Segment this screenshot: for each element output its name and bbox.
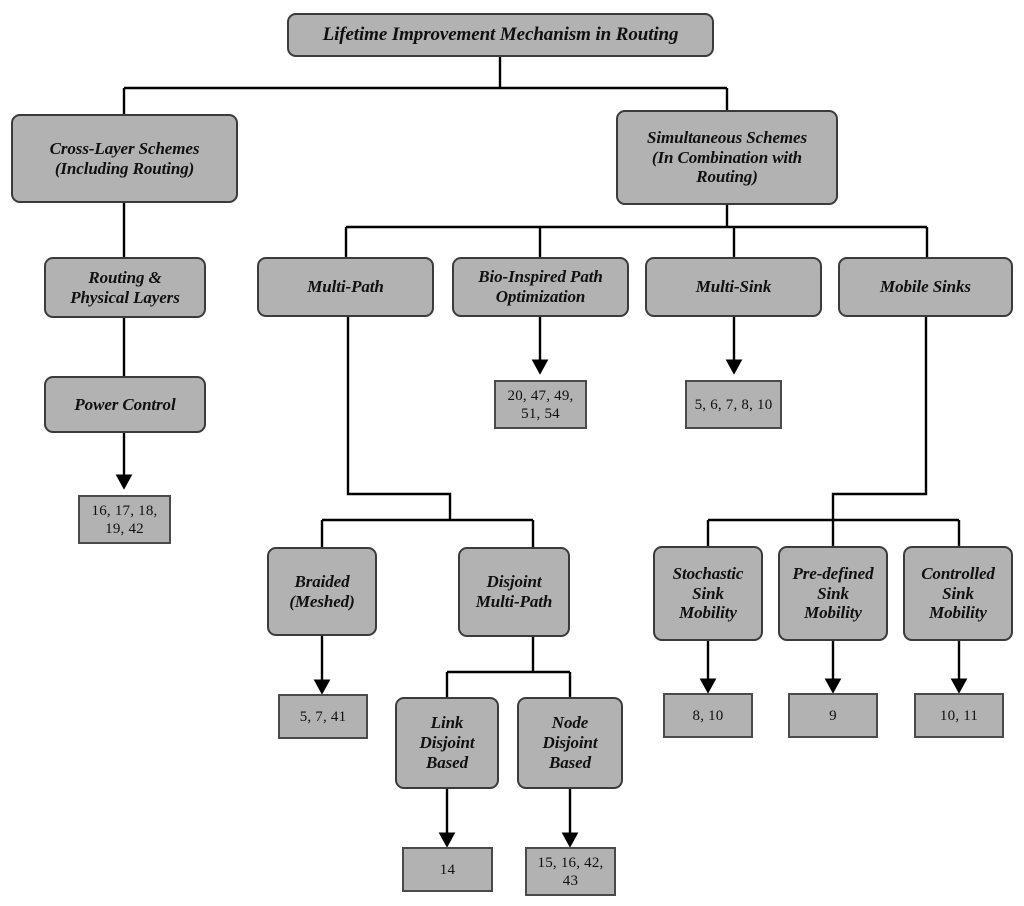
node-stochastic-sink-mobility[interactable]: Stochastic Sink Mobility	[653, 546, 763, 641]
node-node-disjoint-based[interactable]: Node Disjoint Based	[517, 697, 623, 789]
node-root[interactable]: Lifetime Improvement Mechanism in Routin…	[287, 13, 714, 57]
refs-braided[interactable]: 5, 7, 41	[278, 694, 368, 739]
node-braided-meshed[interactable]: Braided (Meshed)	[267, 547, 377, 636]
refs-multi-sink[interactable]: 5, 6, 7, 8, 10	[685, 380, 782, 429]
node-multi-sink[interactable]: Multi-Sink	[645, 257, 822, 317]
node-simultaneous-schemes[interactable]: Simultaneous Schemes (In Combination wit…	[616, 110, 838, 205]
refs-controlled-sink[interactable]: 10, 11	[914, 693, 1004, 738]
node-multi-path[interactable]: Multi-Path	[257, 257, 434, 317]
refs-node-disjoint[interactable]: 15, 16, 42, 43	[525, 847, 616, 896]
refs-link-disjoint[interactable]: 14	[402, 847, 493, 892]
refs-power-control[interactable]: 16, 17, 18, 19, 42	[78, 495, 171, 544]
edge-multi-path-drop	[346, 317, 452, 520]
node-controlled-sink-mobility[interactable]: Controlled Sink Mobility	[903, 546, 1013, 641]
node-bio-inspired-path-optimization[interactable]: Bio-Inspired Path Optimization	[452, 257, 629, 317]
node-power-control[interactable]: Power Control	[44, 376, 206, 433]
refs-stochastic-sink[interactable]: 8, 10	[663, 693, 753, 738]
node-predefined-sink-mobility[interactable]: Pre-defined Sink Mobility	[778, 546, 888, 641]
refs-predefined-sink[interactable]: 9	[788, 693, 878, 738]
node-cross-layer-schemes[interactable]: Cross-Layer Schemes (Including Routing)	[11, 114, 238, 203]
node-routing-and-physical-layers[interactable]: Routing & Physical Layers	[44, 257, 206, 318]
refs-bio-inspired[interactable]: 20, 47, 49, 51, 54	[494, 380, 587, 429]
node-mobile-sinks[interactable]: Mobile Sinks	[838, 257, 1013, 317]
edge-mobile-sinks-drop	[831, 317, 928, 520]
node-link-disjoint-based[interactable]: Link Disjoint Based	[395, 697, 499, 789]
node-disjoint-multi-path[interactable]: Disjoint Multi-Path	[458, 547, 570, 637]
